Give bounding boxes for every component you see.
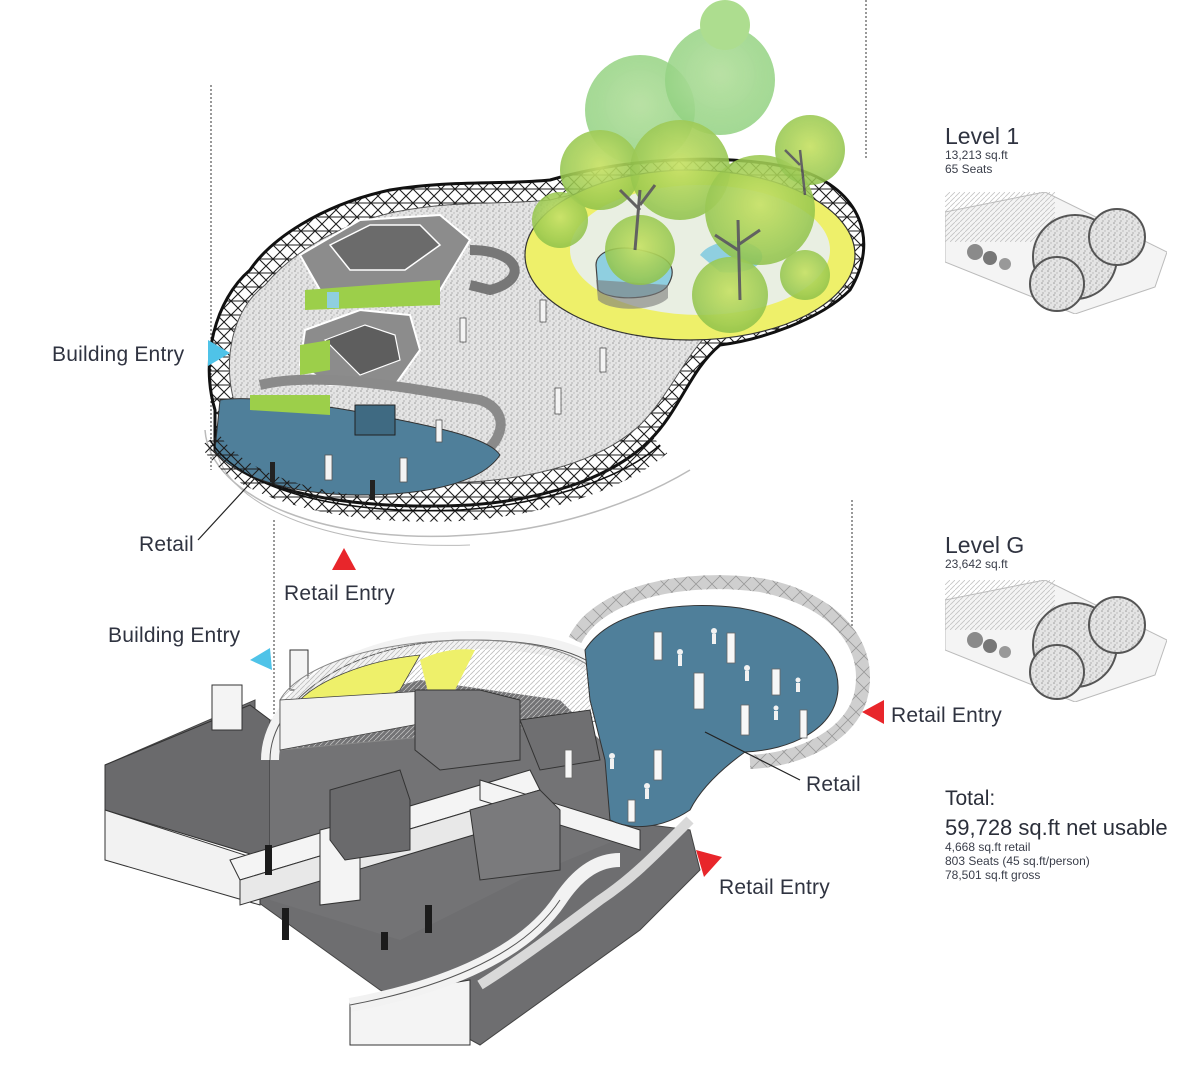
- totals-net-usable: 59,728 sq.ft net usable: [945, 815, 1168, 840]
- level-1-thumbnail-image: [944, 191, 1168, 315]
- building-entry-marker-upper: [208, 340, 230, 366]
- totals-info: Total: 59,728 sq.ft net usable 4,668 sq.…: [945, 787, 1168, 882]
- level-1-area: 13,213 sq.ft: [945, 148, 1008, 162]
- level-g-title: Level G: [945, 532, 1025, 558]
- retail-entry-marker-bottom: [696, 850, 722, 877]
- label-retail-entry-right: Retail Entry: [891, 704, 1002, 727]
- label-building-entry-lower: Building Entry: [108, 624, 241, 647]
- label-retail-lower: Retail: [806, 773, 861, 796]
- totals-seats: 803 Seats (45 sq.ft/person): [945, 854, 1090, 868]
- retail-entry-marker-upper: [332, 548, 356, 570]
- level-g-drawing: [104, 575, 870, 1046]
- level-g-area: 23,642 sq.ft: [945, 557, 1008, 571]
- garden-trees: [532, 0, 845, 333]
- level-g-thumbnail-image: [944, 579, 1168, 703]
- totals-gross: 78,501 sq.ft gross: [945, 868, 1041, 882]
- label-building-entry-upper: Building Entry: [52, 343, 185, 366]
- level-1-thumbnail: [944, 191, 1168, 315]
- building-entry-marker-lower: [250, 648, 272, 670]
- level-g-thumbnail: [944, 579, 1168, 703]
- level-1-title: Level 1: [945, 123, 1020, 149]
- label-retail-upper: Retail: [139, 533, 194, 556]
- level-g-info: Level G 23,642 sq.ft: [945, 533, 1024, 571]
- label-retail-entry-upper: Retail Entry: [284, 582, 395, 605]
- level-1-info: Level 1 13,213 sq.ft 65 Seats: [945, 124, 1019, 176]
- leader-lines: [197, 477, 801, 781]
- retail-entry-marker-right: [862, 700, 884, 724]
- totals-title: Total:: [945, 787, 996, 810]
- entry-markers: [208, 340, 884, 877]
- level-1-seats: 65 Seats: [945, 162, 993, 176]
- label-retail-entry-bottom: Retail Entry: [719, 876, 830, 899]
- totals-retail: 4,668 sq.ft retail: [945, 840, 1031, 854]
- level-1-drawing: [200, 0, 866, 546]
